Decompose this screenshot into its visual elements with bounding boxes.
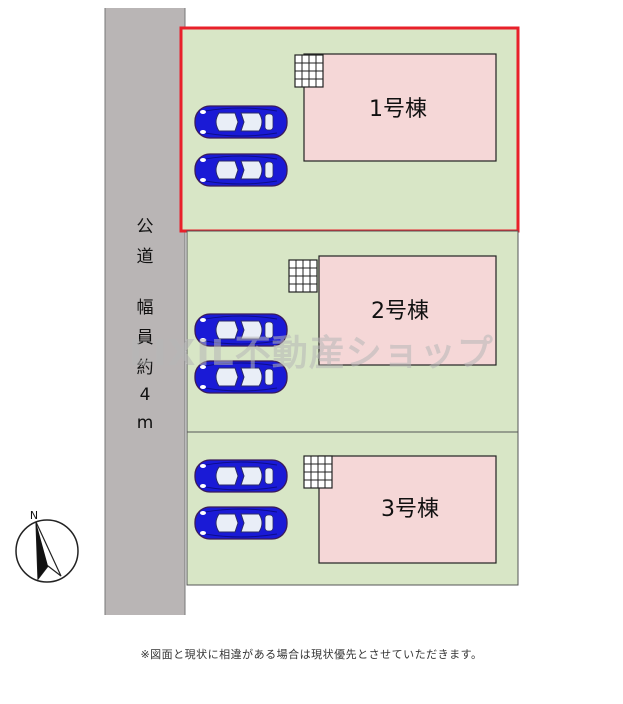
building-3-label: 3号棟: [381, 497, 439, 522]
building-3: [318, 455, 497, 564]
lot-3: 3号棟: [186, 431, 519, 586]
building-2-label: 2号棟: [371, 299, 429, 324]
road-label-char: 4: [140, 385, 151, 405]
road-label-char: 幅: [137, 298, 154, 318]
building-1-label: 1号棟: [369, 97, 427, 122]
car-icon: [194, 105, 288, 139]
building-1: [303, 53, 497, 162]
stairs-icon: [303, 455, 333, 489]
road-label-char: 公: [137, 217, 154, 237]
building-2: [318, 255, 497, 366]
stairs-icon: [294, 54, 324, 88]
car-icon: [194, 459, 288, 493]
road-label-char: 約: [137, 358, 154, 378]
road-label: 公 道 幅 員 約 4 m: [137, 217, 154, 433]
north-arrow-icon: N: [15, 509, 79, 583]
lot-1: 1号棟: [179, 26, 520, 233]
car-icon: [194, 506, 288, 540]
north-label: N: [30, 509, 38, 522]
footer-note: ※図面と現状に相違がある場合は現状優先とさせていただきます。: [140, 648, 483, 661]
public-road: [105, 8, 185, 615]
lot-2: 2号棟: [186, 230, 519, 433]
stairs-icon: [288, 259, 318, 293]
road-label-char: 員: [137, 328, 154, 348]
road-label-char: m: [137, 413, 154, 433]
watermark: LIXIL不動産ショップ: [129, 333, 494, 374]
road-label-char: 道: [137, 247, 154, 267]
car-icon: [194, 153, 288, 187]
